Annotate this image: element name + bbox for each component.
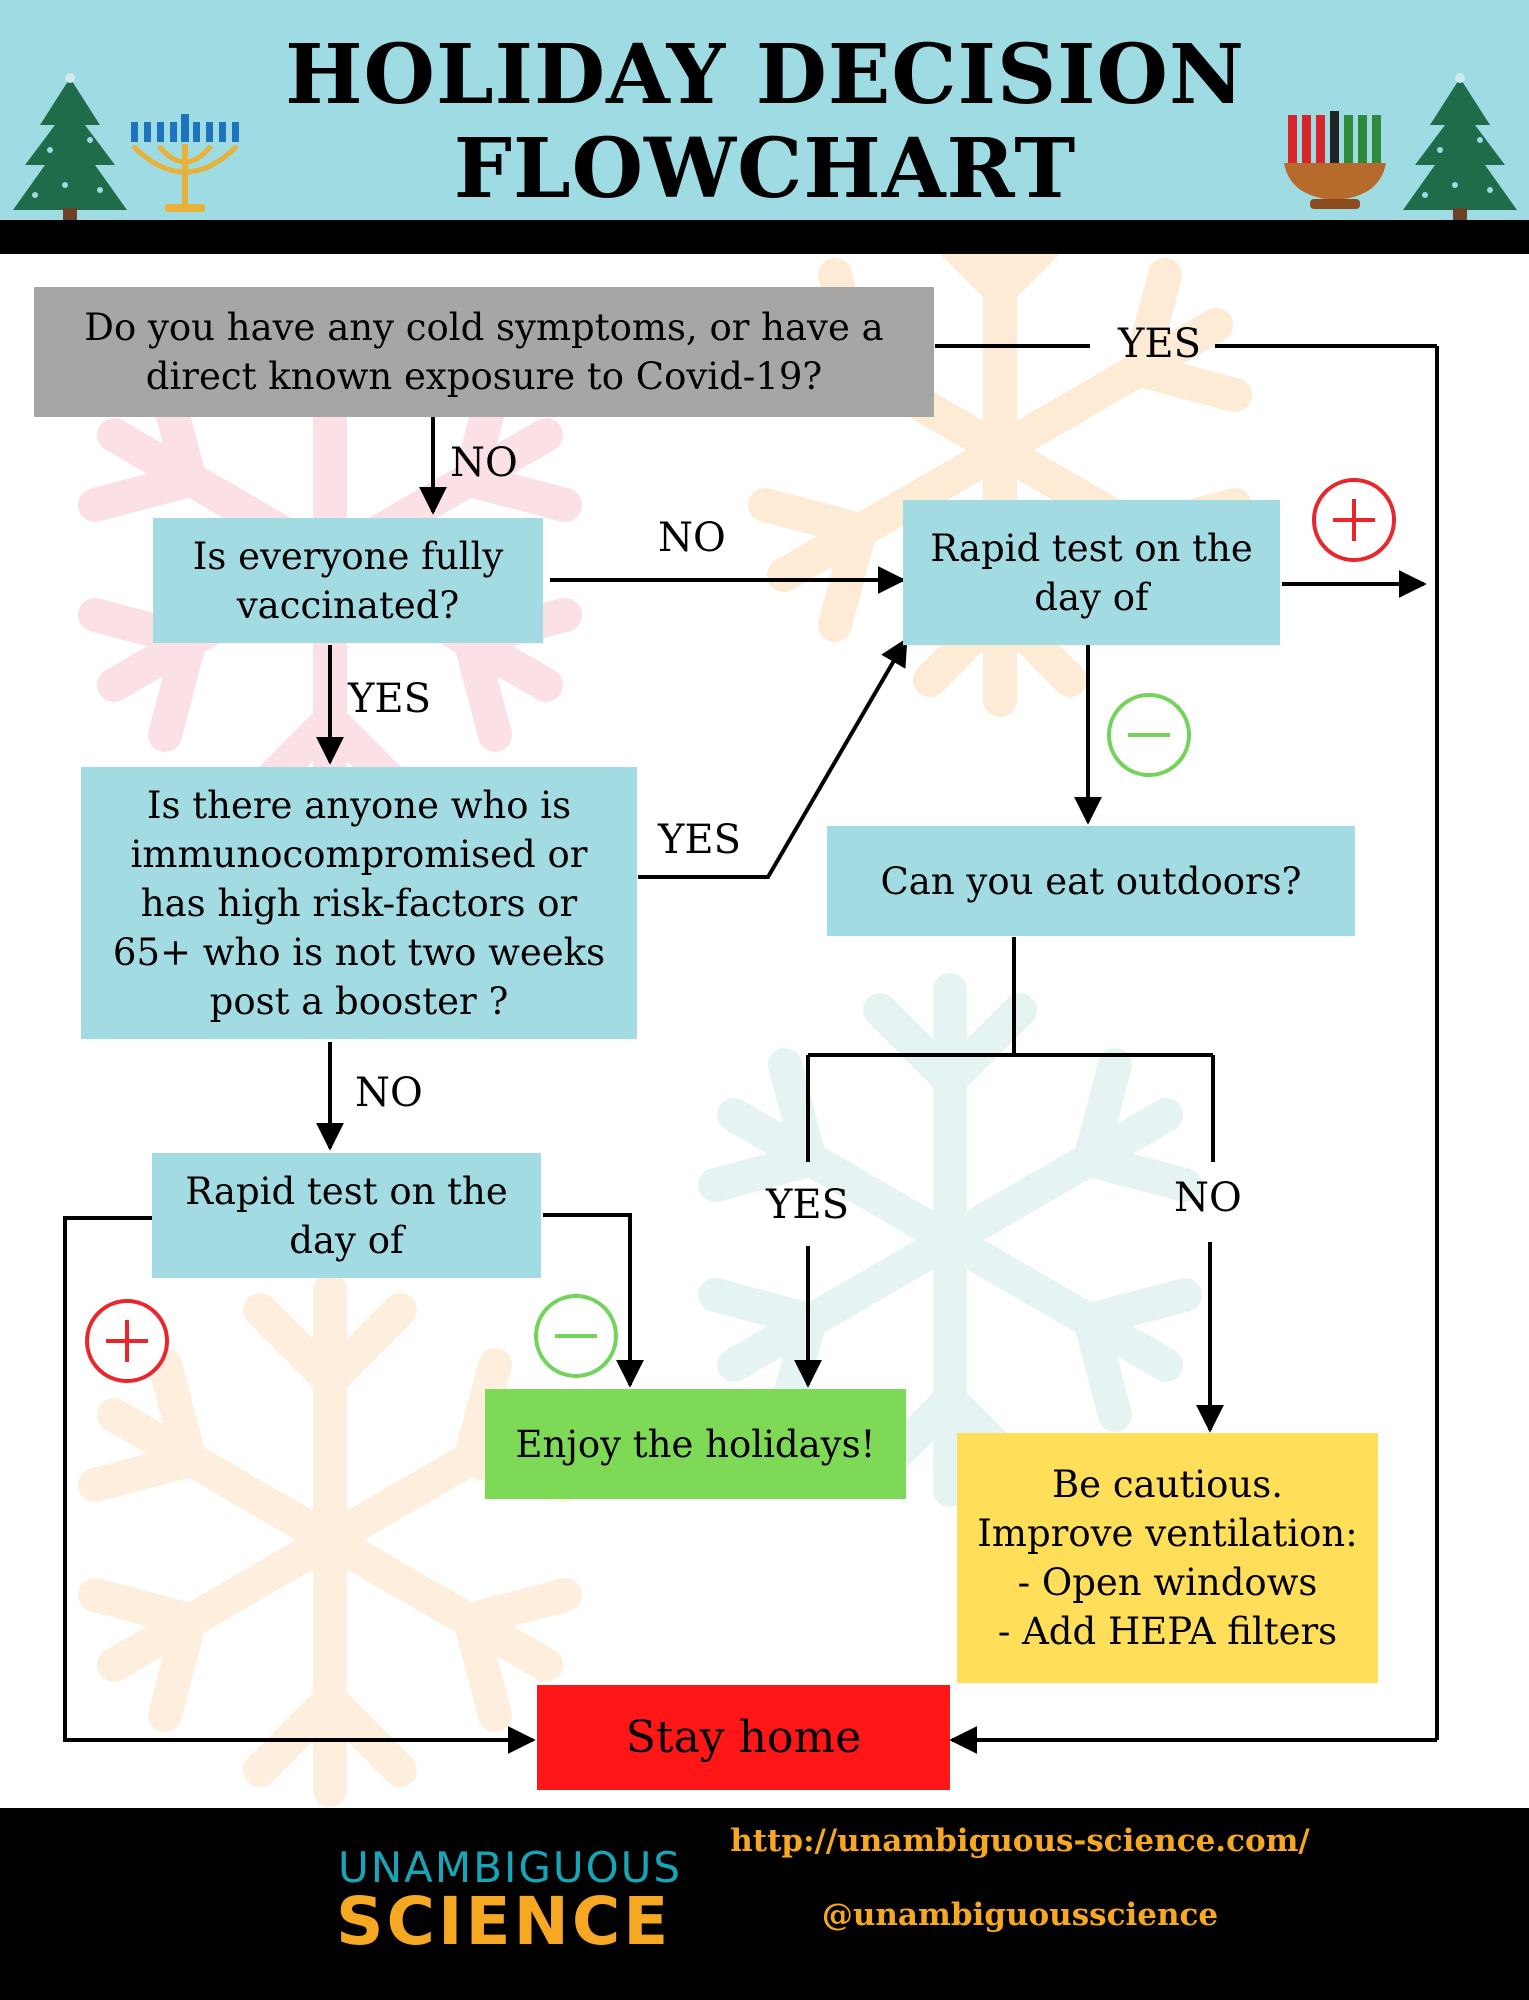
- question-outdoors: Can you eat outdoors?: [827, 826, 1355, 936]
- positive-result-icon: [85, 1299, 169, 1383]
- footer: [0, 1808, 1529, 2000]
- edge-label-immuno-yes: YES: [658, 817, 742, 863]
- menorah-icon: [131, 114, 239, 212]
- negative-result-icon: [534, 1294, 618, 1378]
- rapid-test-step-left: Rapid test on the day of: [152, 1153, 541, 1278]
- question-immunocompromised: Is there anyone who is immunocompromised…: [81, 767, 637, 1039]
- page-title-line2: FLOWCHART: [453, 121, 1077, 217]
- positive-result-icon: [1312, 478, 1396, 562]
- header: [0, 0, 1529, 220]
- header-divider: [0, 220, 1529, 254]
- enjoy-holidays-outcome: Enjoy the holidays!: [485, 1389, 906, 1499]
- question-symptoms: Do you have any cold symptoms, or have a…: [34, 287, 934, 417]
- question-vaccinated: Is everyone fully vaccinated?: [153, 518, 543, 643]
- rapid-test-step-right: Rapid test on the day of: [903, 500, 1280, 645]
- edge-label-outdoors-no: NO: [1174, 1175, 1242, 1221]
- cautious-line: Be cautious.: [1051, 1463, 1283, 1506]
- edge-label-immuno-no: NO: [355, 1070, 423, 1116]
- logo-wordmark-top: UNAMBIGUOUS: [338, 1843, 683, 1892]
- negative-result-icon: [1107, 693, 1191, 777]
- footer-url[interactable]: http://unambiguous-science.com/: [730, 1823, 1310, 1859]
- christmas-tree-icon: [1403, 73, 1517, 220]
- edge-label-symptoms-yes: YES: [1118, 321, 1202, 367]
- be-cautious-outcome: Be cautious. Improve ventilation: - Open…: [957, 1433, 1378, 1683]
- edge-label-vaccinated-yes: YES: [348, 676, 432, 722]
- edge-label-symptoms-no: NO: [450, 440, 518, 486]
- cautious-line: - Add HEPA filters: [997, 1610, 1338, 1653]
- christmas-tree-icon: [13, 73, 127, 220]
- stay-home-outcome: Stay home: [537, 1685, 950, 1790]
- logo-wordmark-bottom: SCIENCE: [336, 1883, 672, 1960]
- edge-label-vaccinated-no: NO: [658, 515, 726, 561]
- cautious-line: - Open windows: [1017, 1561, 1318, 1604]
- edge-label-outdoors-yes: YES: [766, 1182, 850, 1228]
- page-title-line1: HOLIDAY DECISION: [285, 27, 1245, 123]
- kinara-icon: [1284, 111, 1386, 209]
- cautious-line: Improve ventilation:: [977, 1512, 1358, 1555]
- footer-handle[interactable]: @unambiguousscience: [821, 1897, 1219, 1933]
